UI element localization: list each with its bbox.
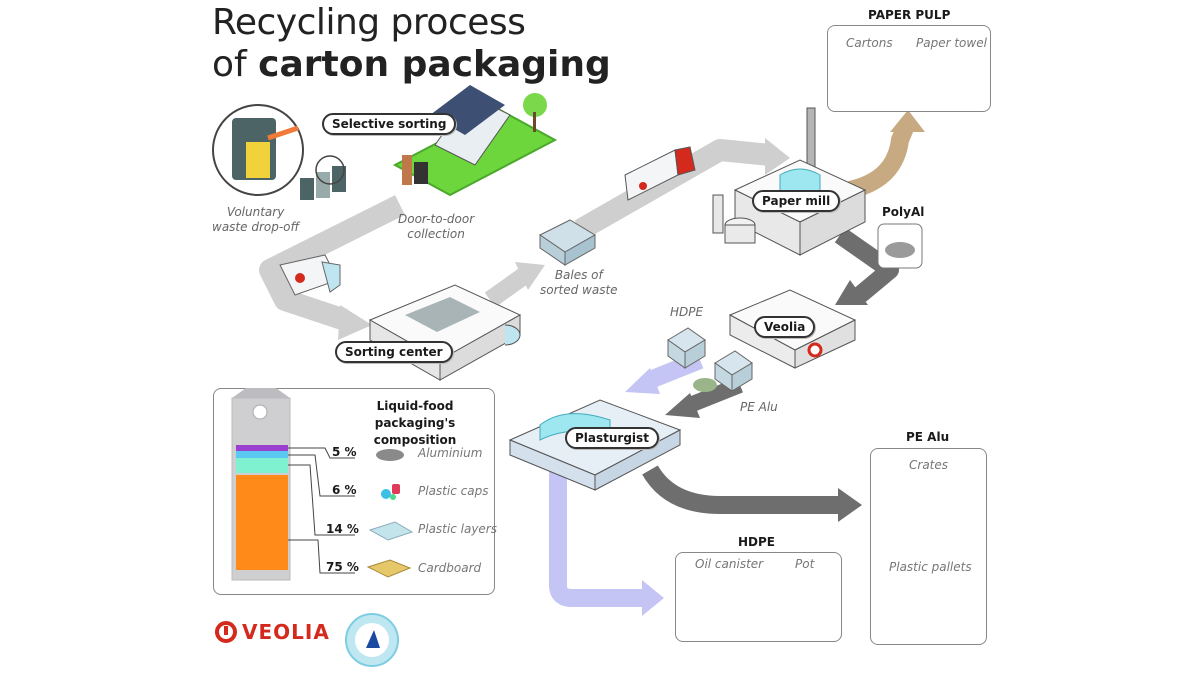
output-pot: Pot: [795, 557, 815, 571]
polyal-sample: [877, 223, 923, 269]
pe-alu-title: PE Alu: [906, 430, 950, 444]
flow-arrow-hdpe-out: [549, 470, 645, 607]
flow-arrow-paper-pulp: [847, 124, 914, 199]
pct-plastic-layers: 14 %: [326, 522, 359, 536]
flow-arrow-to-papermill-head: [765, 138, 790, 175]
caption-line: waste drop-off: [212, 220, 300, 234]
pct-plastic-caps: 6 %: [332, 483, 357, 497]
title-bold: carton packaging: [258, 44, 611, 85]
caption-bales: Bales of sorted waste: [540, 268, 618, 298]
transport-truck: [624, 146, 696, 201]
stage-plasturgist: Plasturgist: [565, 427, 659, 449]
plastic-caps-icon: [381, 489, 391, 499]
plastic-layers-icon: [368, 521, 414, 541]
label-plastic-caps: Plastic caps: [418, 484, 489, 498]
caption-hdpe-bale: HDPE: [670, 305, 704, 319]
composition-title-line: packaging's composition: [373, 416, 457, 447]
paper-pulp-box: [827, 25, 991, 112]
pct-aluminium: 5 %: [332, 445, 357, 459]
caption-line: Door-to-door: [398, 212, 475, 226]
composition-title-line: Liquid-food: [376, 399, 454, 413]
stage-selective-sorting: Selective sorting: [322, 113, 457, 135]
output-crates: Crates: [909, 458, 949, 472]
veolia-logo: VEOLIA: [214, 620, 330, 644]
flow-arrow-polyal-head: [835, 280, 868, 305]
flow-arrow-hdpe-in-head: [625, 368, 660, 394]
output-paper-towel: Paper towel: [916, 36, 987, 50]
flow-arrow-collection-head: [338, 305, 372, 340]
flow-arrow-collection: [259, 195, 405, 331]
output-cartons: Cartons: [846, 36, 893, 50]
output-plastic-pallets: Plastic pallets: [889, 560, 972, 574]
flow-arrow-hdpe-out-head: [642, 580, 664, 616]
title-prefix: of: [212, 44, 259, 85]
output-oil-canister: Oil canister: [695, 557, 764, 571]
veolia-emblem-icon: [215, 621, 237, 643]
pct-cardboard: 75 %: [326, 560, 359, 574]
paper-mill-building: [712, 107, 867, 256]
flow-arrow-polyal: [834, 227, 899, 302]
label-plastic-layers: Plastic layers: [418, 522, 497, 536]
flow-arrow-pealu-out: [642, 465, 840, 514]
bales-pallet: [539, 219, 596, 266]
caption-line: collection: [407, 227, 465, 241]
flow-arrow-pealu-out-head: [838, 488, 862, 522]
flow-arrow-to-bales: [484, 267, 531, 308]
caption-line: sorted waste: [540, 283, 618, 297]
layer-cardboard: [236, 475, 288, 570]
dropoff-illustration: [212, 104, 346, 200]
layer-aluminium: [236, 445, 288, 451]
stage-sorting-center: Sorting center: [335, 341, 453, 363]
label-cardboard: Cardboard: [418, 561, 482, 575]
pe-alu-box: [870, 448, 987, 645]
collection-truck: [279, 254, 341, 296]
cardboard-icon: [366, 559, 412, 578]
stage-veolia: Veolia: [754, 316, 816, 338]
flow-arrow-pealu-in-head: [665, 393, 700, 418]
flow-arrow-paper-pulp-head: [890, 110, 925, 132]
label-aluminium: Aluminium: [418, 446, 483, 460]
title-line-2: of carton packaging: [212, 44, 611, 86]
house-illustration: [392, 85, 558, 197]
hdpe-title: HDPE: [738, 535, 775, 549]
label-polyal: PolyAl: [882, 205, 925, 219]
caption-line: Voluntary: [226, 205, 285, 219]
title-line-1: Recycling process: [212, 2, 526, 43]
veolia-logo-text: VEOLIA: [242, 620, 330, 644]
stage-paper-mill: Paper mill: [752, 190, 841, 212]
hdpe-bale: [667, 327, 706, 369]
hdpe-box: [675, 552, 842, 642]
composition-title: Liquid-food packaging's composition: [340, 398, 490, 449]
tetrapak-logo: [345, 613, 399, 667]
flow-arrow-to-bales-head: [515, 262, 545, 290]
caption-door-to-door: Door-to-door collection: [398, 212, 474, 242]
paper-pulp-title: PAPER PULP: [868, 8, 951, 22]
caption-pe-alu-bale: PE Alu: [740, 400, 778, 414]
layer-plastic-layers: [236, 458, 288, 473]
flow-arrow-to-papermill: [574, 139, 772, 240]
aluminium-icon: [376, 449, 404, 461]
caption-voluntary-dropoff: Voluntary waste drop-off: [212, 205, 299, 235]
layer-plastic-caps: [236, 451, 288, 458]
caption-line: Bales of: [554, 268, 603, 282]
carton-illustration: [231, 388, 414, 581]
pe-alu-bale: [693, 350, 753, 392]
